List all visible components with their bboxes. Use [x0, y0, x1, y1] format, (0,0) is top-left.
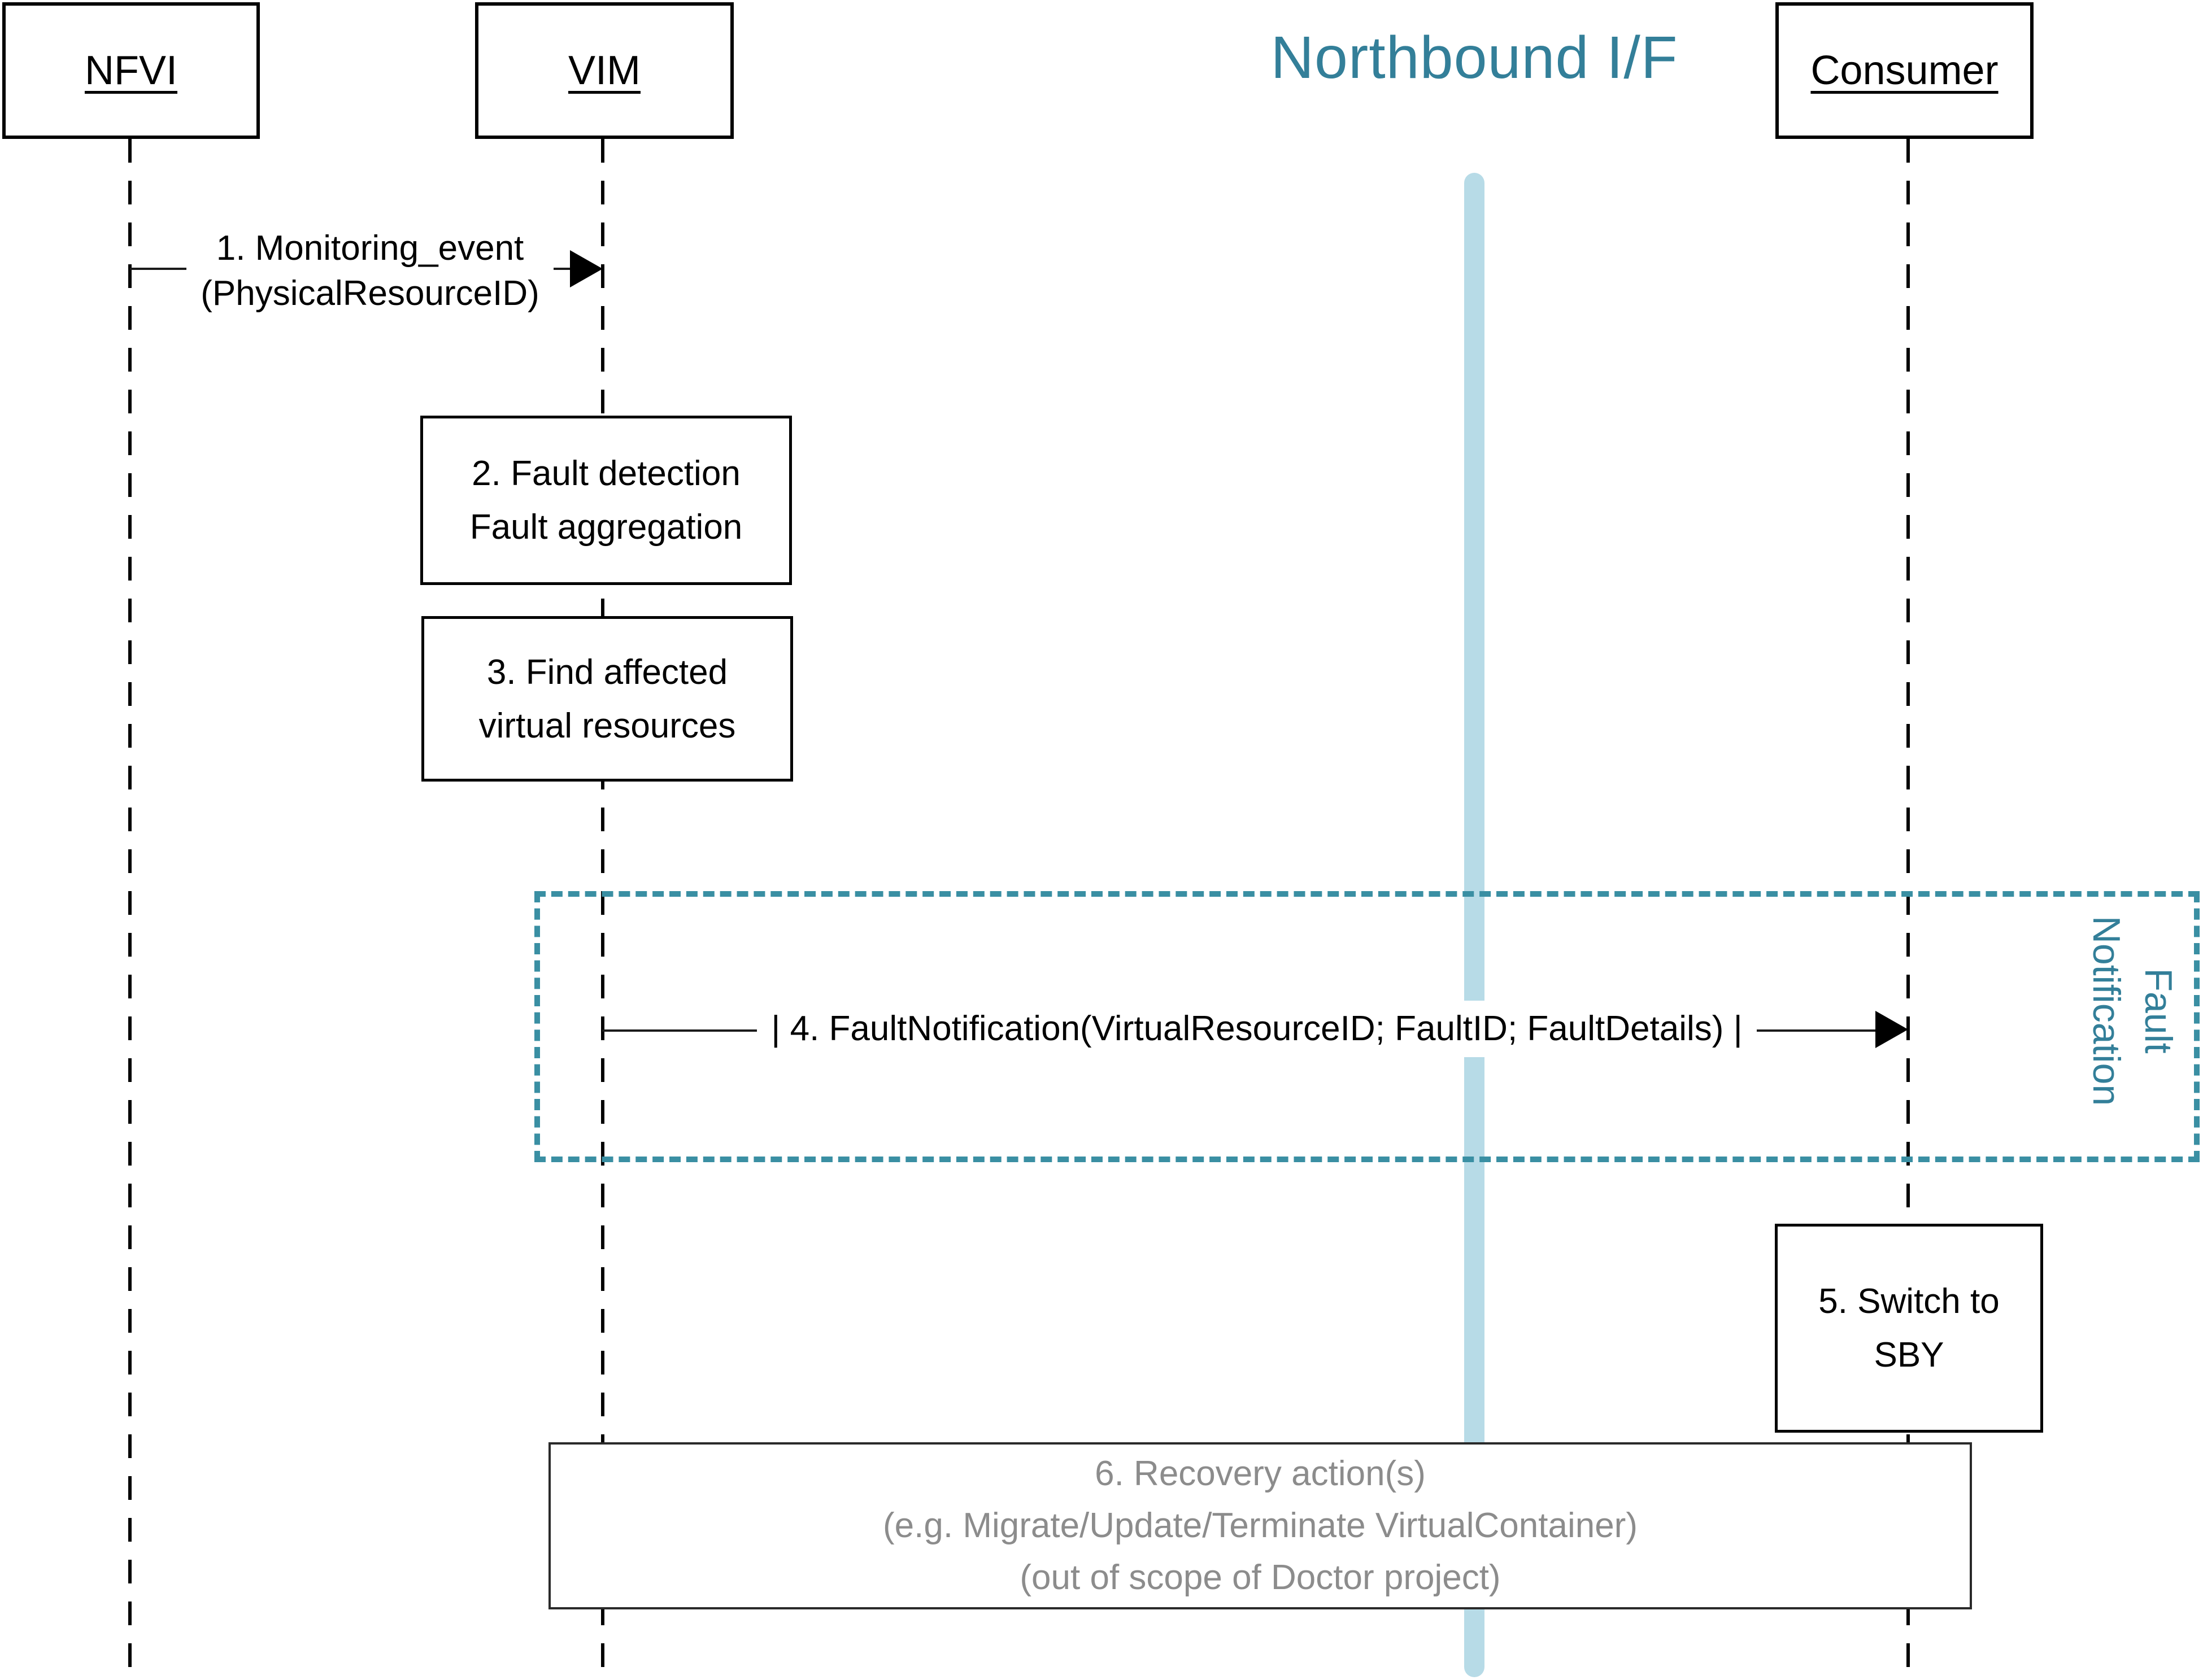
- message-1-label-line1: 1. Monitoring_event: [216, 229, 524, 268]
- fault-notification-label-line2: Notification: [2085, 915, 2128, 1106]
- step-5-box: 5. Switch to SBY: [1775, 1224, 2043, 1433]
- actor-box-nfvi: NFVI: [2, 2, 260, 139]
- step-3-line1: 3. Find affected: [486, 652, 728, 692]
- step-3-box: 3. Find affected virtual resources: [421, 616, 793, 782]
- step-5-line2: SBY: [1874, 1336, 1944, 1374]
- step-6-box: 6. Recovery action(s) (e.g. Migrate/Upda…: [548, 1442, 1972, 1609]
- message-4-label: | 4. FaultNotification(VirtualResourceID…: [757, 1001, 1757, 1057]
- actor-label-nfvi: NFVI: [84, 48, 177, 93]
- step-6-line1: 6. Recovery action(s): [1095, 1454, 1426, 1493]
- step-2-line2: Fault aggregation: [469, 508, 743, 547]
- lifeline-vim: [601, 139, 604, 1677]
- actor-label-vim: VIM: [568, 48, 641, 93]
- actor-box-consumer: Consumer: [1775, 2, 2034, 139]
- lifeline-consumer: [1906, 139, 1910, 1677]
- fault-notification-region: [534, 891, 2200, 1162]
- actor-box-vim: VIM: [475, 2, 734, 139]
- message-1-arrowhead-icon: [570, 250, 603, 287]
- northbound-interface-title: Northbound I/F: [1270, 24, 1678, 91]
- lifeline-nfvi: [128, 139, 132, 1677]
- step-2-box: 2. Fault detection Fault aggregation: [420, 416, 792, 585]
- step-3-line2: virtual resources: [478, 706, 736, 745]
- step-5-line1: 5. Switch to: [1818, 1282, 2000, 1321]
- fault-notification-label-line1: Fault: [2137, 968, 2180, 1054]
- message-1-label: 1. Monitoring_event (PhysicalResourceID): [186, 224, 554, 318]
- message-1-label-line2: (PhysicalResourceID): [201, 274, 539, 313]
- actor-label-consumer: Consumer: [1810, 48, 1999, 93]
- step-2-line1: 2. Fault detection: [472, 454, 741, 493]
- fault-notification-region-label: Fault Notification: [2080, 892, 2184, 1129]
- step-6-line2: (e.g. Migrate/Update/Terminate VirtualCo…: [883, 1506, 1638, 1545]
- northbound-interface-line: [1464, 173, 1484, 1677]
- step-6-line3: (out of scope of Doctor project): [1020, 1558, 1501, 1597]
- message-4-arrowhead-icon: [1875, 1011, 1908, 1048]
